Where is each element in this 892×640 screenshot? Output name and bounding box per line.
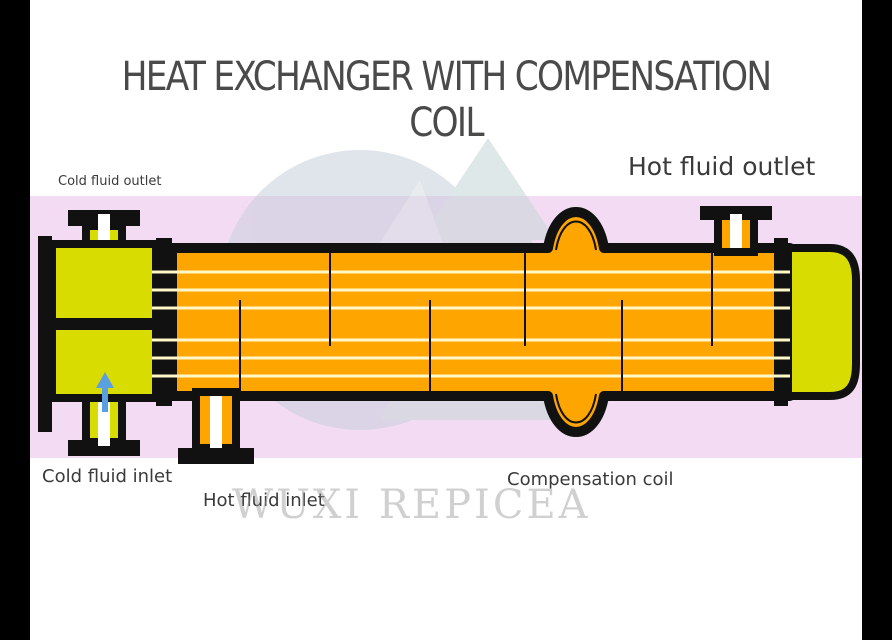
- hot-outlet-nozzle: [700, 206, 772, 256]
- cold-inlet-arrow: [96, 372, 114, 412]
- cold-fluid-inlet-label: Cold fluid inlet: [42, 466, 173, 487]
- compensation-coil-label: Compensation coil: [507, 469, 674, 490]
- frame-right-bar: [862, 0, 892, 640]
- diagram-title: HEAT EXCHANGER WITH COMPENSATION COIL: [121, 54, 773, 146]
- shell-body: [167, 207, 795, 437]
- frame-left-bar: [0, 0, 30, 640]
- return-head: [784, 244, 860, 400]
- baffles: [239, 252, 713, 392]
- watermark-text: WUXI REPICEA: [232, 482, 591, 528]
- hot-inlet-nozzle: [178, 388, 254, 464]
- tube-bundle: [152, 270, 790, 378]
- compensation-coil: [555, 220, 597, 424]
- hot-fluid-inlet-label: Hot fluid inlet: [203, 490, 325, 511]
- channel-pass-partition: [52, 318, 156, 330]
- hot-fluid-outlet-label: Hot fluid outlet: [628, 152, 816, 181]
- cold-fluid-outlet-label: Cold fluid outlet: [58, 174, 162, 189]
- cold-inlet-nozzle: [68, 394, 140, 456]
